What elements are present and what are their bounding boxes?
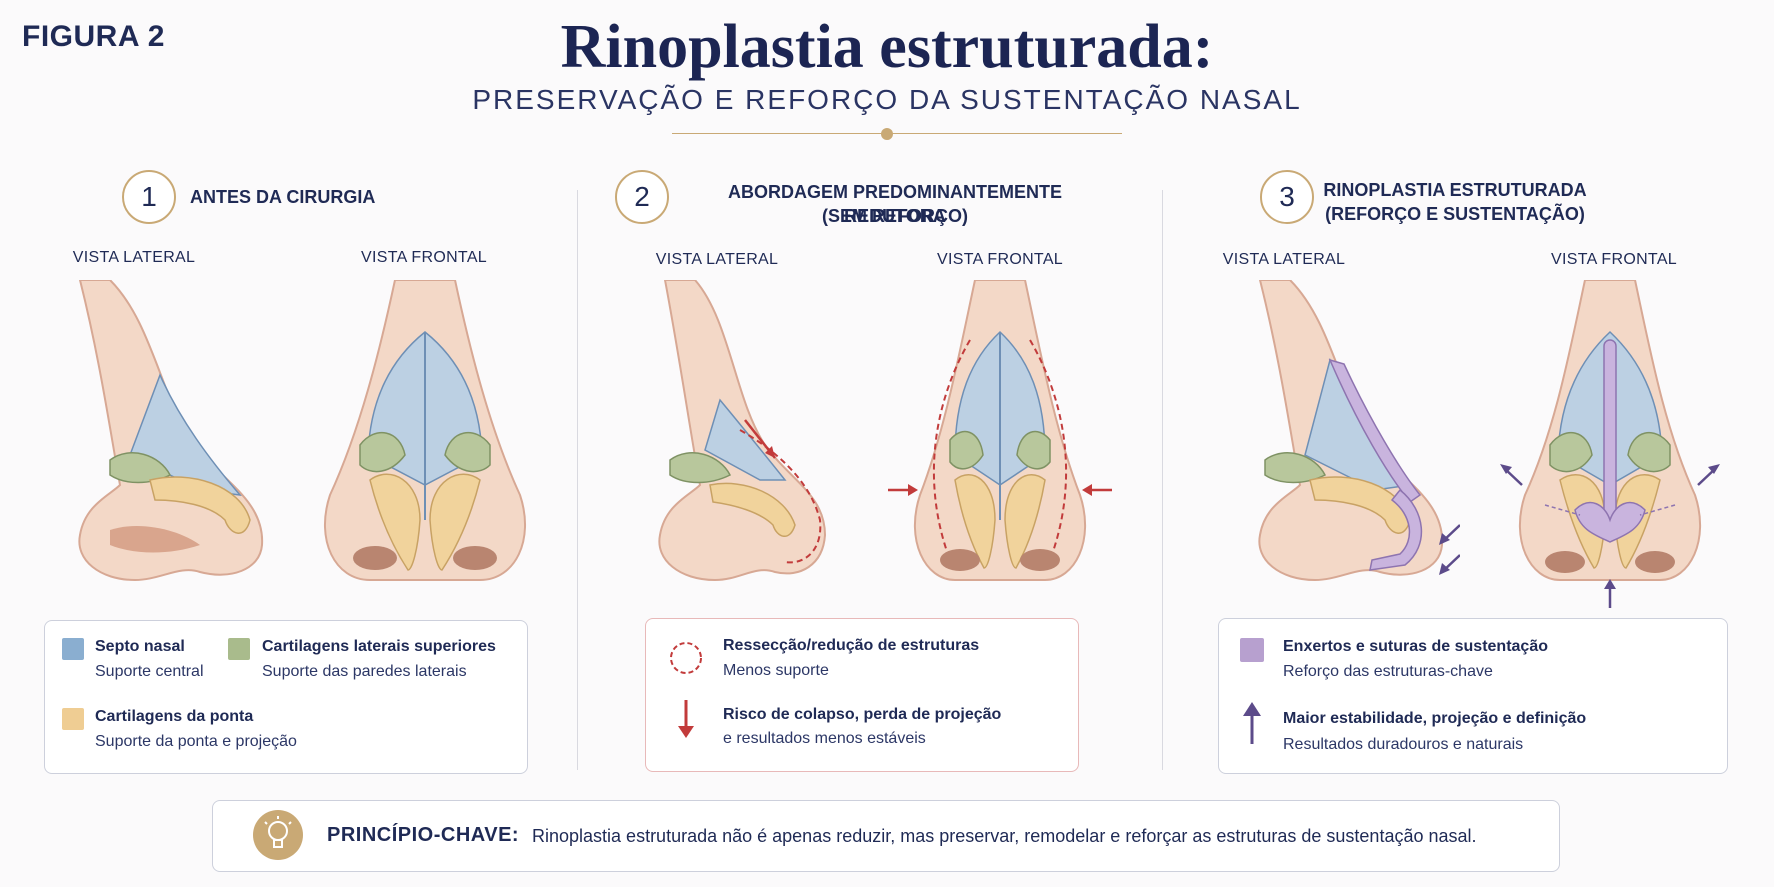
page-title: Rinoplastia estruturada: — [560, 13, 1214, 81]
panel-2-view-frontal: VISTA FRONTAL — [937, 251, 1063, 268]
tip-right — [1004, 474, 1046, 569]
panel-3-title-line-2: (REFORÇO E SUSTENTAÇÃO) — [1325, 204, 1585, 224]
figure-label: FIGURA 2 — [22, 20, 165, 53]
upper-lateral-left — [1549, 431, 1593, 473]
upper-lateral-right — [1627, 431, 1671, 473]
legend-1-item-2-title: Cartilagens laterais superiores — [262, 638, 496, 655]
panel-1-lateral-nose-illustration — [78, 280, 264, 582]
resection-dashed-circle-icon — [670, 642, 702, 674]
collapse-arrow-down-icon — [678, 700, 694, 738]
upper-lateral-right — [1016, 430, 1051, 470]
upper-lateral-cartilage — [669, 452, 732, 484]
legend-3-item-2-sub: Resultados duradouros e naturais — [1283, 736, 1524, 753]
key-principle-box — [212, 800, 1560, 872]
tip-cartilage — [709, 482, 796, 537]
tip-cartilage — [1309, 476, 1411, 534]
graft-tip — [1574, 501, 1646, 543]
step-number-1: 1 — [122, 170, 176, 224]
nostril — [110, 525, 200, 553]
nostril-right — [1020, 549, 1060, 571]
panel-2-legend — [645, 618, 1079, 772]
nostril-left — [353, 546, 397, 570]
panel-3-view-lateral: VISTA LATERAL — [1222, 251, 1346, 268]
nostril-right — [1635, 551, 1675, 573]
panel-2-lateral-nose-illustration — [658, 280, 827, 582]
panel-1-view-frontal: VISTA FRONTAL — [361, 249, 487, 266]
legend-swatch-upper-lateral — [228, 638, 250, 660]
legend-1-item-1-title: Septo nasal — [95, 638, 185, 655]
panel-3-title-line-1: RINOPLASTIA ESTRUTURADA — [1323, 180, 1587, 200]
step-number-3: 3 — [1260, 170, 1314, 224]
upper-lateral-cartilage — [1264, 452, 1327, 484]
nostril-right — [453, 546, 497, 570]
septum-shape — [704, 398, 787, 481]
panel-3-legend — [1218, 618, 1728, 774]
panel-3-frontal-nose-illustration — [1500, 280, 1720, 608]
upper-lateral-right — [444, 431, 491, 473]
tip-cartilage — [149, 476, 251, 534]
panel-3-lateral-nose-illustration — [1258, 280, 1460, 582]
panel-2-title-line-1: ABORDAGEM PREDOMINANTEMENTE REDUTORA — [727, 182, 1062, 226]
upper-lateral-cartilage — [109, 452, 172, 484]
page-subtitle: PRESERVAÇÃO E REFORÇO DA SUSTENTAÇÃO NAS… — [472, 84, 1302, 115]
legend-swatch-septum — [62, 638, 84, 660]
tip-left — [954, 474, 996, 569]
legend-swatch-graft — [1240, 638, 1264, 662]
legend-2-item-1-title: Ressecção/redução de estruturas — [723, 637, 980, 654]
key-principle-label: PRINCÍPIO-CHAVE: — [327, 824, 520, 846]
panel-2-frontal-nose-illustration — [888, 280, 1112, 581]
tip-right — [429, 473, 481, 571]
legend-1-item-2-sub: Suporte das paredes laterais — [262, 663, 467, 680]
legend-3-item-2-title: Maior estabilidade, projeção e definição — [1283, 710, 1587, 727]
panel-3-view-frontal: VISTA FRONTAL — [1551, 251, 1677, 268]
graft-spreader — [1603, 339, 1617, 541]
legend-3-item-1-title: Enxertos e suturas de sustentação — [1283, 638, 1548, 655]
legend-1-item-3-sub: Suporte da ponta e projeção — [95, 733, 297, 750]
stability-arrow-up-icon — [1243, 702, 1261, 744]
graft-dorsal — [1328, 358, 1422, 504]
nostril-left — [1545, 551, 1585, 573]
tip-left — [369, 473, 421, 571]
graft-columellar — [1369, 488, 1422, 571]
legend-2-item-2-title: Risco de colapso, perda de projeção — [723, 706, 1002, 723]
panel-1-frontal-nose-illustration — [324, 280, 526, 581]
panel-2-title-line-2: (SEM REFORÇO) — [822, 206, 968, 226]
legend-swatch-tip — [62, 708, 84, 730]
step-number-2: 2 — [615, 170, 669, 224]
legend-2-item-1-sub: Menos suporte — [723, 662, 829, 679]
title-divider-dot — [881, 128, 893, 140]
key-principle-text: Rinoplastia estruturada não é apenas red… — [532, 826, 1477, 846]
legend-1-item-3-title: Cartilagens da ponta — [95, 708, 254, 725]
panel-separator-1 — [577, 190, 578, 770]
panel-1-legend — [44, 620, 528, 774]
panel-1-title: ANTES DA CIRURGIA — [190, 187, 376, 207]
legend-3-item-1-sub: Reforço das estruturas-chave — [1283, 663, 1493, 680]
panel-2-view-lateral: VISTA LATERAL — [655, 251, 779, 268]
upper-lateral-left — [359, 431, 406, 473]
upper-lateral-left — [949, 430, 984, 470]
title-divider — [672, 133, 1122, 134]
lightbulb-icon — [253, 810, 303, 860]
nostril-left — [940, 549, 980, 571]
panel-1-view-lateral: VISTA LATERAL — [72, 249, 196, 266]
panel-separator-2 — [1162, 190, 1163, 770]
legend-2-item-2-sub: e resultados menos estáveis — [723, 730, 926, 747]
legend-1-item-1-sub: Suporte central — [95, 663, 204, 680]
